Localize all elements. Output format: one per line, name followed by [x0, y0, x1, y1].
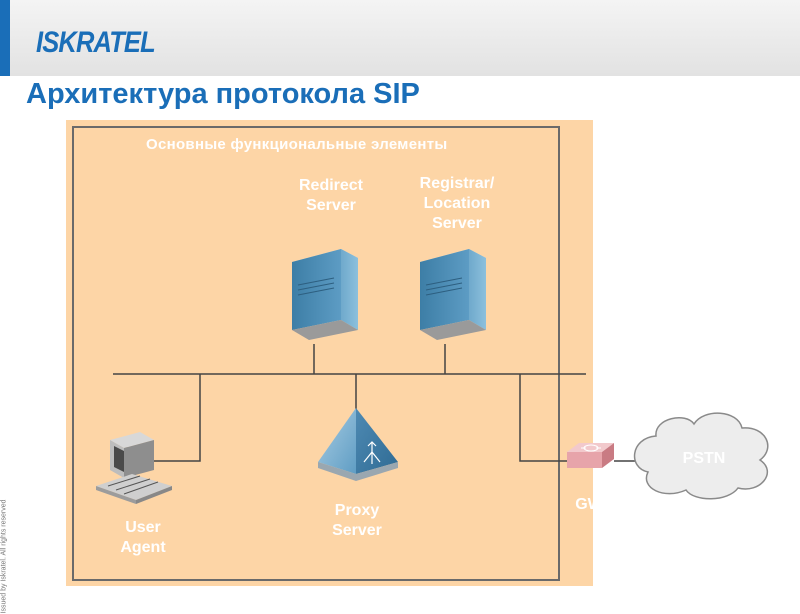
pstn-cloud-icon	[633, 412, 769, 500]
registrar-server-icon	[420, 249, 486, 340]
gw-label: GW	[575, 496, 603, 513]
panel-title: Основные функциональные элементы	[146, 136, 448, 153]
redirect-server-label: Redirect Server	[286, 176, 376, 216]
proxy-server-label-line2: Server	[332, 522, 382, 539]
gateway-icon	[567, 443, 614, 468]
user-agent-label-line1: User	[125, 519, 161, 536]
gw-link	[519, 374, 567, 462]
logo-text-tel: TEL	[109, 26, 155, 59]
workstation-icon	[96, 432, 172, 504]
pstn-label: PSTN	[682, 450, 726, 467]
registrar-server-label-line2: Location	[423, 195, 491, 212]
registrar-server-label: Registrar/ Location Server	[402, 174, 512, 234]
proxy-server-label: Proxy Server	[312, 501, 402, 541]
functional-elements-frame	[72, 126, 560, 581]
diagram-panel	[66, 120, 593, 586]
redirect-server-label-line2: Server	[306, 197, 356, 214]
redirect-server-label-line1: Redirect	[298, 177, 364, 194]
header-accent-bar	[0, 0, 10, 76]
proxy-server-icon	[318, 408, 398, 481]
header-band	[10, 0, 800, 76]
user-agent-label: User Agent	[100, 518, 186, 558]
redirect-server-icon	[292, 249, 358, 340]
user-agent-label-line2: Agent	[120, 539, 166, 556]
sip-architecture-diagram	[96, 249, 769, 504]
iskratel-logo: ISKRATEL	[36, 26, 156, 60]
registrar-server-label-line1: Registrar/	[419, 175, 495, 192]
proxy-server-label-line1: Proxy	[334, 502, 380, 519]
user-agent-link	[152, 374, 201, 462]
registrar-server-label-line3: Server	[432, 215, 482, 232]
network-connections	[113, 344, 645, 462]
page-title: Архитектура протокола SIP	[26, 78, 420, 110]
logo-text-iskra: ISKRA	[36, 26, 110, 59]
